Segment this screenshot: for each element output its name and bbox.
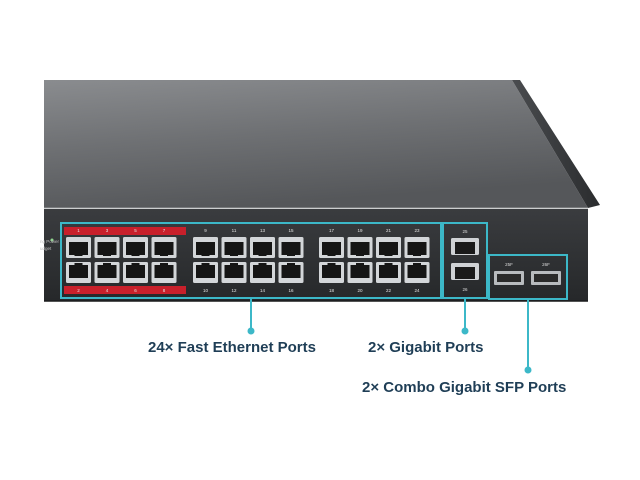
- rj45-port-latch: [201, 263, 210, 267]
- rj45-port-latch: [131, 252, 140, 256]
- rj45-port-latch: [201, 252, 210, 256]
- rj45-port-latch: [287, 252, 295, 256]
- rj45-port-socket: [224, 242, 244, 255]
- gigabit-ports: 25 26: [451, 229, 479, 292]
- rj45-port-socket: [126, 265, 145, 278]
- rj45-port-latch: [131, 263, 140, 267]
- rj45-port-latch: [103, 252, 111, 256]
- rj45-port-socket: [196, 242, 215, 255]
- port-number-top: 3: [106, 228, 109, 233]
- front-panel-label-area: ng Power udget: [40, 238, 60, 251]
- port-number-bottom: 24: [414, 288, 420, 293]
- port-number-bottom: 2: [77, 288, 80, 293]
- port-number-bottom: 4: [106, 288, 109, 293]
- rj45-port-socket: [407, 242, 427, 255]
- rj45-port-socket: [350, 265, 370, 278]
- rj45-port-latch: [327, 252, 336, 256]
- rj45-port-socket: [224, 265, 244, 278]
- rj45-port-socket: [281, 242, 301, 255]
- fast-ethernet-callout: 24× Fast Ethernet Ports: [148, 339, 316, 356]
- rj45-port-socket: [379, 265, 398, 278]
- port-number-top: 1: [77, 228, 80, 233]
- gigabit-port-label-bottom: 26: [462, 287, 468, 292]
- rj45-port-socket: [97, 242, 117, 255]
- port-number-top: 7: [163, 228, 166, 233]
- ethernet-port-grid: [66, 237, 430, 283]
- port-number-top: 9: [204, 228, 207, 233]
- callout-pointers: [247, 298, 532, 374]
- rj45-port-latch: [413, 263, 421, 267]
- rj45-port-socket: [322, 265, 341, 278]
- port-number-top: 15: [288, 228, 294, 233]
- poe-band-top: [64, 227, 186, 235]
- rj45-port-socket: [154, 265, 174, 278]
- rj45-port-latch: [230, 252, 238, 256]
- port-number-bottom: 18: [329, 288, 335, 293]
- rj45-port-latch: [384, 252, 393, 256]
- sfp-label-26f: 26F: [542, 262, 550, 267]
- port-number-top: 11: [232, 228, 237, 233]
- port-number-bottom: 10: [203, 288, 209, 293]
- rj45-port-latch: [384, 263, 393, 267]
- chassis-top: [44, 80, 588, 208]
- port-number-bottom: 16: [288, 288, 294, 293]
- rj45-port-latch: [160, 263, 168, 267]
- chassis-side: [512, 80, 600, 208]
- rj45-port-socket: [69, 265, 88, 278]
- port-number-top: 23: [414, 228, 420, 233]
- rj45-port-latch: [160, 252, 168, 256]
- rj45-port-socket: [126, 242, 145, 255]
- port-number-bottom: 22: [386, 288, 392, 293]
- rj45-port-latch: [287, 263, 295, 267]
- port-number-bottom: 12: [231, 288, 237, 293]
- rj45-port-socket: [69, 242, 88, 255]
- front-panel-text-2: udget: [40, 246, 52, 251]
- rj45-port-socket: [154, 242, 174, 255]
- rj45-port-socket: [253, 242, 272, 255]
- rj45-port-latch: [258, 263, 267, 267]
- rj45-port-latch: [103, 263, 111, 267]
- port-number-bottom: 14: [260, 288, 266, 293]
- rj45-port-latch: [356, 263, 364, 267]
- front-panel-text-1: ng Power: [40, 239, 60, 244]
- port-number-top: 5: [134, 228, 137, 233]
- rj45-port-latch: [356, 252, 364, 256]
- rj45-port-latch: [258, 252, 267, 256]
- port-number-bottom: 8: [163, 288, 166, 293]
- sfp-slots: 25F 26F: [494, 262, 561, 285]
- rj45-port-socket: [253, 265, 272, 278]
- gigabit-callout: 2× Gigabit Ports: [368, 339, 484, 356]
- port-number-top: 13: [260, 228, 266, 233]
- rj45-port-latch: [230, 263, 238, 267]
- rj45-port-socket: [196, 265, 215, 278]
- rj45-port-latch: [74, 263, 83, 267]
- sfp-label-25f: 25F: [505, 262, 513, 267]
- poe-band-bottom: [64, 286, 186, 294]
- rj45-port-socket: [350, 242, 370, 255]
- port-number-top: 17: [329, 228, 335, 233]
- rj45-port-socket: [407, 265, 427, 278]
- port-number-bottom: 20: [357, 288, 363, 293]
- rj45-port-latch: [74, 252, 83, 256]
- port-number-top: 19: [357, 228, 363, 233]
- combo-sfp-callout: 2× Combo Gigabit SFP Ports: [362, 379, 567, 396]
- gigabit-port-label-top: 25: [462, 229, 468, 234]
- port-number-top: 21: [386, 228, 392, 233]
- rj45-port-latch: [413, 252, 421, 256]
- port-number-bottom: 6: [134, 288, 137, 293]
- rj45-port-latch: [327, 263, 336, 267]
- rj45-port-socket: [379, 242, 398, 255]
- rj45-port-socket: [97, 265, 117, 278]
- rj45-port-socket: [322, 242, 341, 255]
- rj45-port-socket: [281, 265, 301, 278]
